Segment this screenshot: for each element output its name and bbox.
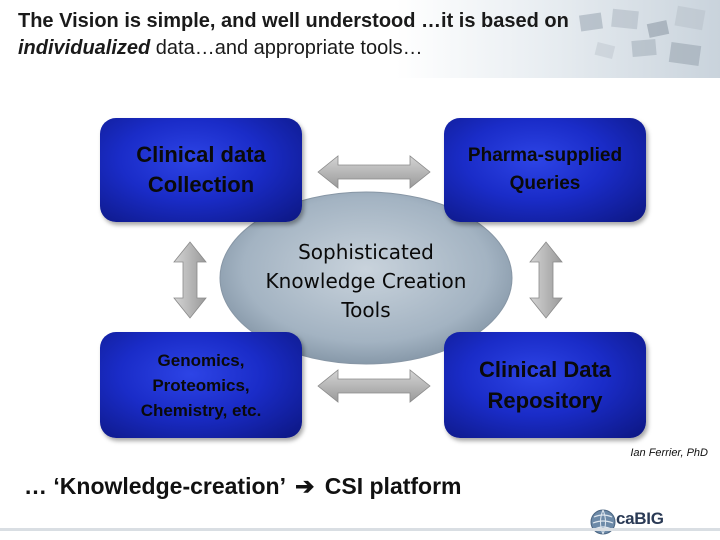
title-emphasis: individualized [18, 37, 151, 59]
box-label-line: Clinical Data [478, 357, 612, 382]
right-double-arrow [529, 241, 563, 319]
box-label-line: Repository [487, 388, 603, 413]
bottom-divider [0, 528, 720, 531]
center-ellipse [219, 191, 513, 365]
center-label: Sophisticated Knowledge Creation Tools [232, 238, 500, 325]
left-double-arrow [173, 241, 207, 319]
box-label-line: Queries [509, 173, 581, 194]
genomics-box: Genomics, Proteomics, Chemistry, etc. [100, 332, 302, 438]
footer-prefix: … ‘Knowledge-creation’ [24, 473, 285, 499]
box-label-line: Clinical data [136, 142, 266, 167]
box-label-line: Chemistry, etc. [140, 400, 262, 420]
pharma-queries-box: Pharma-supplied Queries [444, 118, 646, 222]
clinical-data-repository-box: Clinical Data Repository [444, 332, 646, 438]
author-credit: Ian Ferrier, PhD [630, 447, 708, 459]
slide-title: The Vision is simple, and well understoo… [18, 8, 698, 62]
bottom-double-arrow [317, 369, 431, 403]
title-line-2: data…and appropriate tools… [150, 37, 423, 59]
footer-suffix: CSI platform [324, 473, 462, 499]
box-label-line: Collection [147, 172, 255, 197]
right-arrow-icon: ➔ [295, 473, 315, 499]
header-decoration [578, 5, 706, 66]
center-label-line: Knowledge Creation [265, 269, 467, 293]
box-label-line: Proteomics, [152, 375, 250, 395]
box-label-line: Genomics, [157, 350, 245, 370]
center-label-line: Sophisticated [298, 240, 434, 264]
title-line-1: The Vision is simple, and well understoo… [18, 10, 569, 32]
clinical-data-collection-box: Clinical data Collection [100, 118, 302, 222]
logo-text: caBIG [616, 509, 664, 528]
footer-statement: … ‘Knowledge-creation’ ➔ CSI platform [24, 473, 462, 500]
center-label-line: Tools [341, 298, 391, 322]
top-double-arrow [317, 155, 431, 189]
box-label-line: Pharma-supplied [467, 145, 623, 166]
